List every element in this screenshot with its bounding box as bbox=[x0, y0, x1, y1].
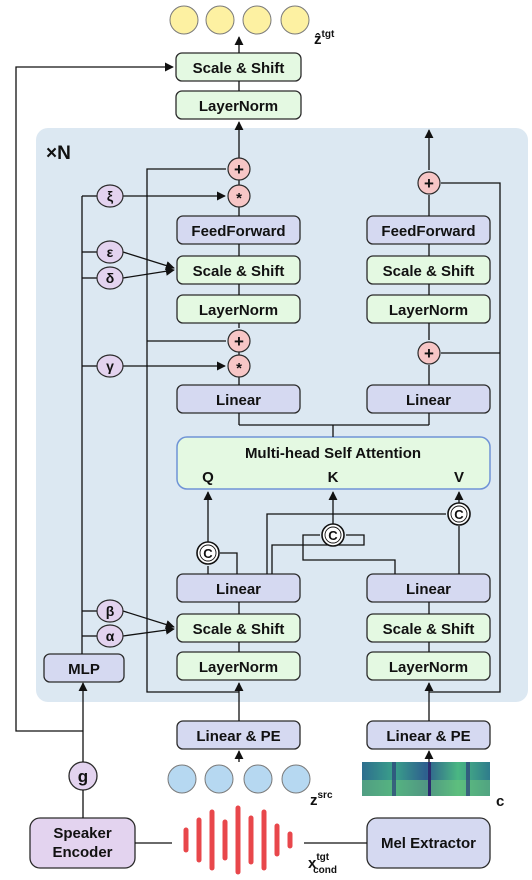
gamma-node bbox=[96, 354, 124, 378]
svg-text:α: α bbox=[106, 628, 115, 644]
output-layernorm-label: LayerNorm bbox=[199, 98, 278, 115]
output-token bbox=[242, 5, 272, 35]
svg-text:C: C bbox=[328, 528, 338, 543]
scale-shift-left-lower-label: Scale & Shift bbox=[193, 621, 285, 638]
source-token bbox=[167, 764, 197, 794]
speaker-embedding-label: g bbox=[78, 767, 88, 786]
concat-nodes: C C C bbox=[196, 502, 471, 565]
svg-text:*: * bbox=[236, 360, 242, 377]
modulation-params: ξ ε δ γ β α bbox=[96, 184, 124, 648]
svg-text:ε: ε bbox=[107, 244, 114, 260]
mhsa-label: Multi-head Self Attention bbox=[245, 445, 421, 462]
output-token bbox=[169, 5, 199, 35]
beta-node bbox=[96, 599, 124, 623]
source-token bbox=[243, 764, 273, 794]
svg-text:+: + bbox=[234, 160, 244, 179]
mel-extractor-label: Mel Extractor bbox=[381, 835, 476, 852]
svg-text:ξ: ξ bbox=[107, 188, 114, 204]
feedforward-left-label: FeedForward bbox=[191, 223, 285, 240]
delta-node bbox=[96, 266, 124, 290]
q-label: Q bbox=[202, 469, 214, 486]
svg-text:δ: δ bbox=[106, 270, 115, 286]
linear-pe-left-label: Linear & PE bbox=[196, 728, 280, 745]
output-token bbox=[280, 5, 310, 35]
svg-text:+: + bbox=[424, 344, 434, 363]
mel-spectrogram bbox=[362, 762, 490, 796]
add-node-top-right bbox=[417, 171, 441, 195]
svg-text:*: * bbox=[236, 190, 242, 207]
source-token bbox=[281, 764, 311, 794]
speaker-encoder-label-line2: Encoder bbox=[52, 844, 112, 861]
linear-left-lower-label: Linear bbox=[216, 581, 261, 598]
feedforward-right-label: FeedForward bbox=[381, 223, 475, 240]
svg-text:+: + bbox=[234, 332, 244, 351]
v-label: V bbox=[454, 469, 464, 486]
output-label: ẑtgt bbox=[314, 29, 335, 48]
svg-text:γ: γ bbox=[106, 358, 114, 374]
connections bbox=[15, 36, 501, 844]
add-node-mid-left bbox=[227, 329, 251, 353]
operation-nodes: + * + * + + bbox=[227, 157, 441, 378]
speaker-encoder-label-line1: Speaker bbox=[53, 825, 112, 842]
add-node-top-left bbox=[227, 157, 251, 181]
output-scale-shift-label: Scale & Shift bbox=[193, 60, 285, 77]
linear-right-upper-label: Linear bbox=[406, 392, 451, 409]
source-label: zsrc bbox=[310, 790, 333, 809]
alpha-node bbox=[96, 624, 124, 648]
layernorm-right-upper-label: LayerNorm bbox=[389, 302, 468, 319]
scale-shift-left-upper-label: Scale & Shift bbox=[193, 263, 285, 280]
linear-pe-right-label: Linear & PE bbox=[386, 728, 470, 745]
layernorm-left-lower-label: LayerNorm bbox=[199, 659, 278, 676]
multiply-node-mid-left bbox=[227, 354, 251, 378]
source-tokens bbox=[167, 764, 311, 794]
linear-left-upper-label: Linear bbox=[216, 392, 261, 409]
xi-node bbox=[96, 184, 124, 208]
layernorm-right-lower-label: LayerNorm bbox=[389, 659, 468, 676]
svg-text:C: C bbox=[454, 507, 464, 522]
mlp-label: MLP bbox=[68, 661, 100, 678]
k-label: K bbox=[328, 469, 339, 486]
repeat-label: ×N bbox=[46, 143, 71, 164]
linear-right-lower-label: Linear bbox=[406, 581, 451, 598]
mlp-block bbox=[43, 653, 125, 683]
layernorm-left-upper-label: LayerNorm bbox=[199, 302, 278, 319]
scale-shift-right-upper-label: Scale & Shift bbox=[383, 263, 475, 280]
output-token bbox=[205, 5, 235, 35]
source-token bbox=[204, 764, 234, 794]
waveform-icon bbox=[183, 805, 293, 875]
mel-label: c bbox=[496, 793, 504, 810]
add-node-mid-right bbox=[417, 341, 441, 365]
multiply-node-top-left bbox=[227, 184, 251, 208]
svg-text:+: + bbox=[424, 174, 434, 193]
svg-text:C: C bbox=[203, 546, 213, 561]
output-tokens bbox=[169, 5, 310, 35]
epsilon-node bbox=[96, 240, 124, 264]
scale-shift-right-lower-label: Scale & Shift bbox=[383, 621, 475, 638]
svg-text:β: β bbox=[106, 603, 115, 619]
